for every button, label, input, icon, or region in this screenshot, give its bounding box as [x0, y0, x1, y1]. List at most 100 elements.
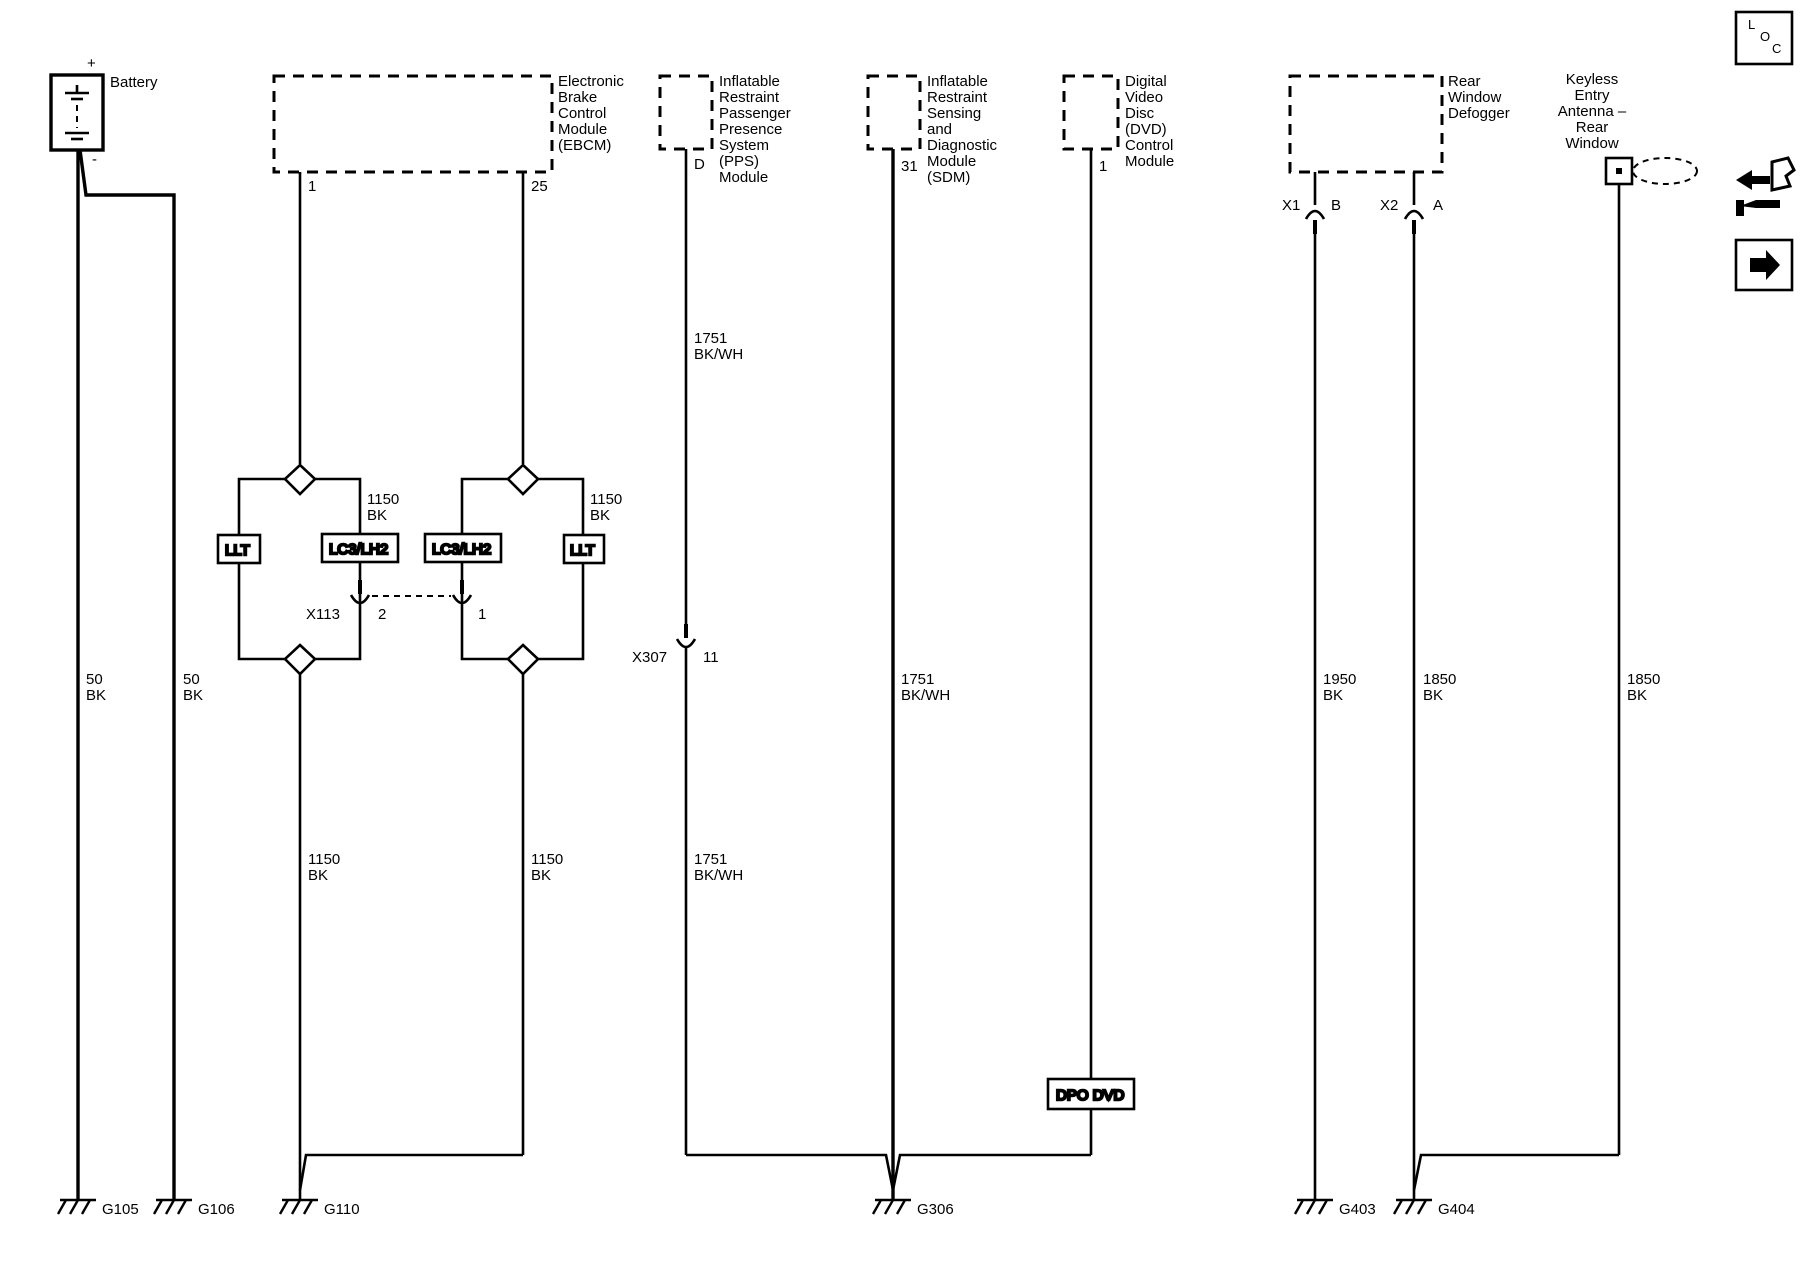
wire-label-g110-l-color: BK: [308, 867, 328, 884]
pps-component: Inflatable Restraint Passenger Presence …: [658, 73, 791, 186]
connector-x113-pin1: 1: [478, 606, 486, 623]
sdm-pin-31: 31: [901, 158, 918, 175]
defogger-x1: X1: [1282, 197, 1300, 214]
pps-label-5: System: [719, 137, 769, 154]
pps-label-3: Passenger: [719, 105, 791, 122]
sdm-label-4: and: [927, 121, 952, 138]
keyless-label-4: Rear: [1576, 119, 1609, 136]
ebcm-label-2: Brake: [558, 89, 597, 106]
option-llt-left-label: LLT: [225, 542, 250, 559]
connector-x113-pin2: 2: [378, 606, 386, 623]
battery-plus-label: +: [87, 55, 96, 72]
connector-defogger-b: [1304, 172, 1326, 234]
ebcm-label-3: Control: [558, 105, 606, 122]
ebcm-label-1: Electronic: [558, 73, 624, 90]
pps-label-4: Presence: [719, 121, 782, 138]
defogger-label-2: Window: [1448, 89, 1502, 106]
wire-label-pps-lower-color: BK/WH: [694, 867, 743, 884]
ebcm-pin-25: 25: [531, 178, 548, 195]
splice-bottom-left: [283, 643, 317, 676]
loc-letter-c: C: [1772, 41, 1781, 56]
pps-label-6: (PPS): [719, 153, 759, 170]
option-lc3-right: [423, 532, 503, 564]
arrow-right-icon[interactable]: [1734, 238, 1794, 292]
ground-g110: G110: [278, 1198, 360, 1218]
wire-label-sdm-circuit: 1751: [901, 671, 934, 688]
wire-label-sdm-color: BK/WH: [901, 687, 950, 704]
wire-label-bat-b-circuit: 50: [183, 671, 200, 688]
option-lc3-left-label: LC3/LH2: [329, 541, 388, 558]
option-llt-right-label: LLT: [570, 542, 595, 559]
wire-label-g110-r-color: BK: [531, 867, 551, 884]
sdm-label-2: Restraint: [927, 89, 988, 106]
defogger-component: Rear Window Defogger: [1288, 73, 1510, 174]
dvd-label-5: Control: [1125, 137, 1173, 154]
wire-label-keyless-color: BK: [1627, 687, 1647, 704]
wire-label-pps-upper-color: BK/WH: [694, 346, 743, 363]
dvd-label-4: (DVD): [1125, 121, 1167, 138]
pps-label-1: Inflatable: [719, 73, 780, 90]
sdm-label-7: (SDM): [927, 169, 970, 186]
wire-label-def-b-color: BK: [1323, 687, 1343, 704]
wire-label-bat-a-color: BK: [86, 687, 106, 704]
defogger-pin-b: B: [1331, 197, 1341, 214]
keyless-label-2: Entry: [1574, 87, 1610, 104]
defogger-pin-a: A: [1433, 197, 1443, 214]
option-dpo-dvd: [1046, 1077, 1136, 1111]
sdm-label-5: Diagnostic: [927, 137, 998, 154]
option-llt-left: [216, 533, 262, 565]
wire-label-splice-l-color: BK: [367, 507, 387, 524]
connector-x307: [675, 624, 697, 649]
wire-label-splice-r-color: BK: [590, 507, 610, 524]
ebcm-label-4: Module: [558, 121, 607, 138]
dvd-label-2: Video: [1125, 89, 1163, 106]
battery-label: Battery: [110, 74, 158, 91]
defogger-label-1: Rear: [1448, 73, 1481, 90]
ground-g106-label: G106: [198, 1201, 235, 1218]
battery-component: + - Battery: [49, 55, 158, 168]
sdm-label-3: Sensing: [927, 105, 981, 122]
wire-label-pps-lower-circuit: 1751: [694, 851, 727, 868]
option-lc3-right-label: LC3/LH2: [432, 541, 491, 558]
connector-defogger-a: [1403, 172, 1425, 234]
dvd-pin-1: 1: [1099, 158, 1107, 175]
wire-label-bat-a-circuit: 50: [86, 671, 103, 688]
wire-label-pps-upper-circuit: 1751: [694, 330, 727, 347]
location-icon[interactable]: L O C: [1734, 10, 1794, 66]
ground-g404-label: G404: [1438, 1201, 1475, 1218]
option-lc3-left: [320, 532, 400, 564]
splice-bottom-right: [506, 643, 540, 676]
ground-g306: G306: [871, 1198, 954, 1218]
splice-top-left: [283, 463, 317, 496]
connector-x113-label: X113: [306, 606, 340, 623]
keyless-label-5: Window: [1565, 135, 1619, 152]
wire-label-def-b-circuit: 1950: [1323, 671, 1356, 688]
dvd-component: Digital Video Disc (DVD) Control Module: [1062, 73, 1174, 170]
battery-minus-label: -: [92, 151, 97, 168]
dvd-label-1: Digital: [1125, 73, 1167, 90]
wire-label-splice-r-circuit: 1150: [590, 491, 622, 508]
wire-50-bk-g106: [78, 149, 176, 1200]
ground-g106: G106: [152, 1198, 235, 1218]
keyless-label-3: Antenna –: [1558, 103, 1627, 120]
keyless-label-1: Keyless: [1566, 71, 1619, 88]
wire-label-g110-r-circuit: 1150: [531, 851, 563, 868]
sdm-component: Inflatable Restraint Sensing and Diagnos…: [866, 73, 998, 186]
sdm-label-1: Inflatable: [927, 73, 988, 90]
splice-top-right: [506, 463, 540, 496]
pps-label-7: Module: [719, 169, 768, 186]
ground-g403: G403: [1293, 1198, 1376, 1218]
connector-x307-pin: 11: [703, 649, 719, 666]
wire-label-keyless-circuit: 1850: [1627, 671, 1660, 688]
swap-tools-icon[interactable]: [1736, 156, 1796, 216]
wire-label-g110-l-circuit: 1150: [308, 851, 340, 868]
option-llt-right: [562, 533, 606, 565]
dvd-label-6: Module: [1125, 153, 1174, 170]
connector-x113: [349, 580, 473, 605]
keyless-antenna-component: Keyless Entry Antenna – Rear Window: [1558, 71, 1698, 186]
ground-g110-label: G110: [324, 1201, 360, 1218]
loc-letter-l: L: [1748, 17, 1755, 32]
ground-g105-label: G105: [102, 1201, 139, 1218]
option-dpo-dvd-label: DPO DVD: [1056, 1087, 1125, 1104]
